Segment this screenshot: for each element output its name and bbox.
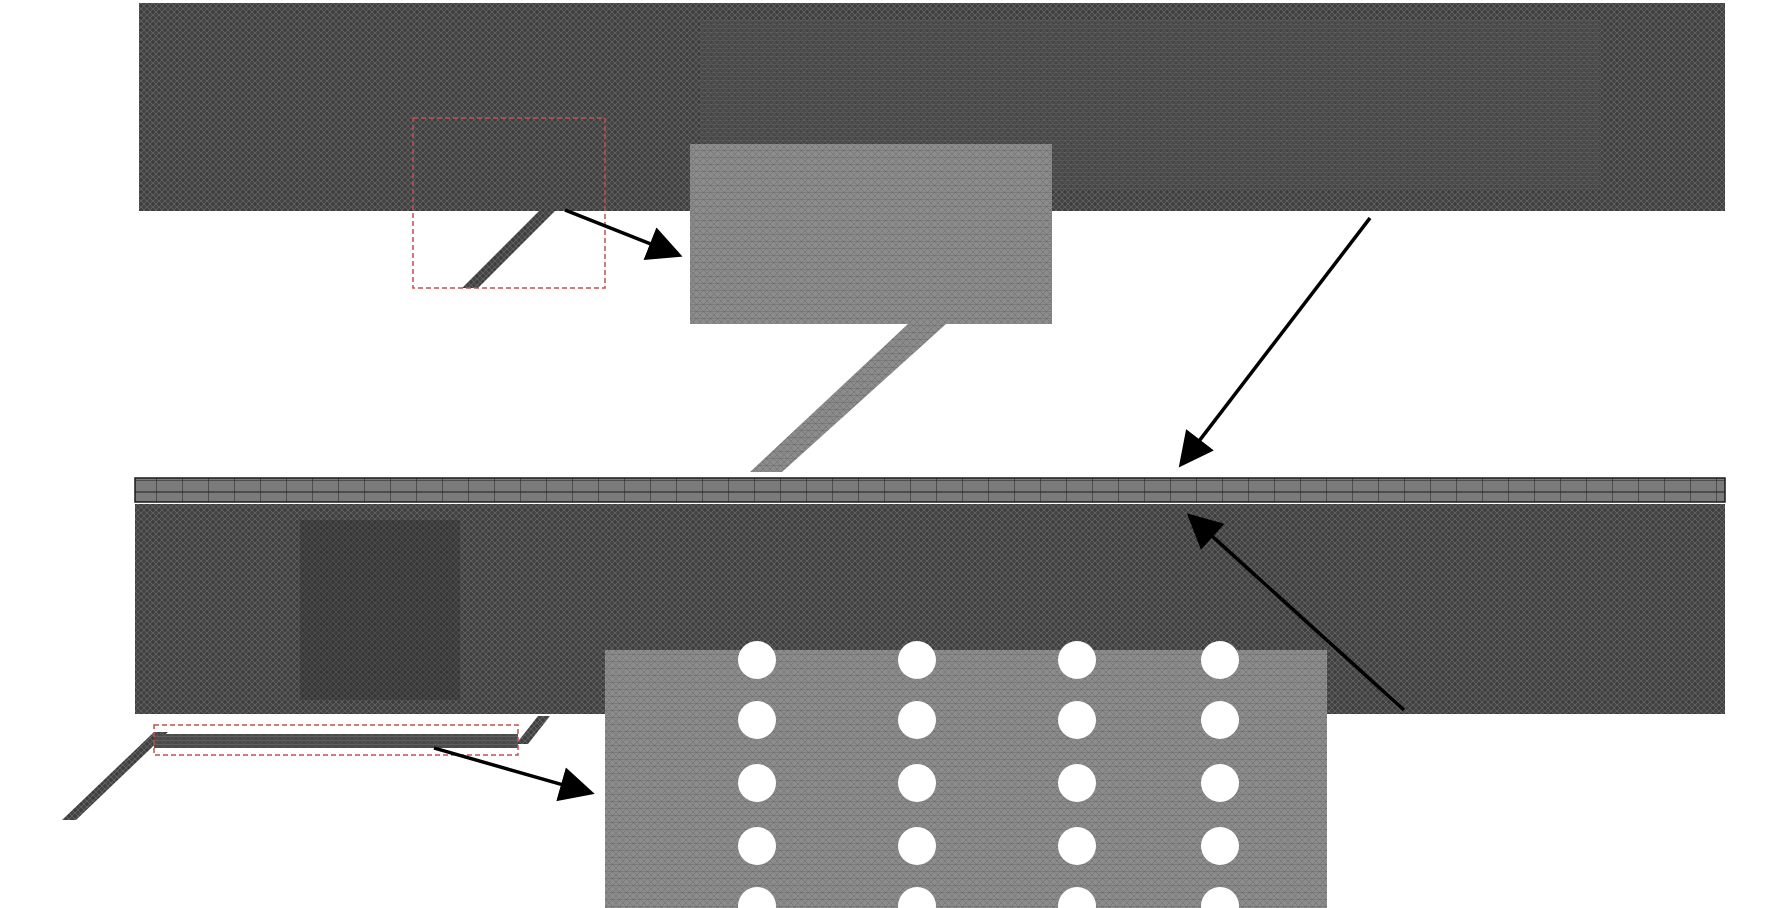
plate-hole: [1201, 641, 1239, 679]
plate-hole: [738, 701, 776, 739]
plate-hole: [1201, 701, 1239, 739]
arrow-to-inlet-zoom: [564, 208, 683, 260]
perforated-plate-holes: [738, 641, 1239, 908]
plate-hole: [1058, 764, 1096, 802]
plate-hole: [1058, 641, 1096, 679]
plate-hole: [898, 641, 936, 679]
perforated-plate-strip: [154, 734, 518, 748]
lower-dashed-zoom-box: [153, 724, 519, 756]
plate-hole: [898, 827, 936, 865]
plate-hole: [898, 701, 936, 739]
lower-domain-mesh: [62, 477, 1726, 820]
plate-hole: [1201, 764, 1239, 802]
plate-hole: [1058, 887, 1096, 908]
plate-hole: [1058, 827, 1096, 865]
plate-hole: [1201, 887, 1239, 908]
inlet-zoom-pipe: [750, 324, 946, 472]
plate-hole: [738, 764, 776, 802]
perforated-plate-inset: [605, 641, 1327, 908]
plate-hole: [898, 764, 936, 802]
plate-hole: [738, 641, 776, 679]
plate-hole: [1201, 827, 1239, 865]
plate-hole: [738, 827, 776, 865]
upper-dashed-zoom-box: [412, 117, 606, 289]
lower-structured-strip: [134, 477, 1726, 503]
plate-hole: [1058, 701, 1096, 739]
arrow-to-plate-zoom: [433, 746, 595, 802]
plate-hole: [898, 887, 936, 908]
lower-outlet-pipe: [516, 716, 550, 744]
inlet-zoom-block: [690, 144, 1052, 324]
lower-inlet-pipe: [62, 732, 168, 820]
annotation-arrows: [433, 208, 1406, 802]
arrow-to-lower-interface: [1186, 513, 1406, 712]
arrow-to-lower-strip: [1178, 216, 1372, 468]
upper-inlet-pipe: [462, 206, 560, 288]
inlet-zoom-inset: [690, 144, 1052, 472]
plate-hole: [738, 887, 776, 908]
lower-domain-dark-band: [300, 520, 460, 700]
